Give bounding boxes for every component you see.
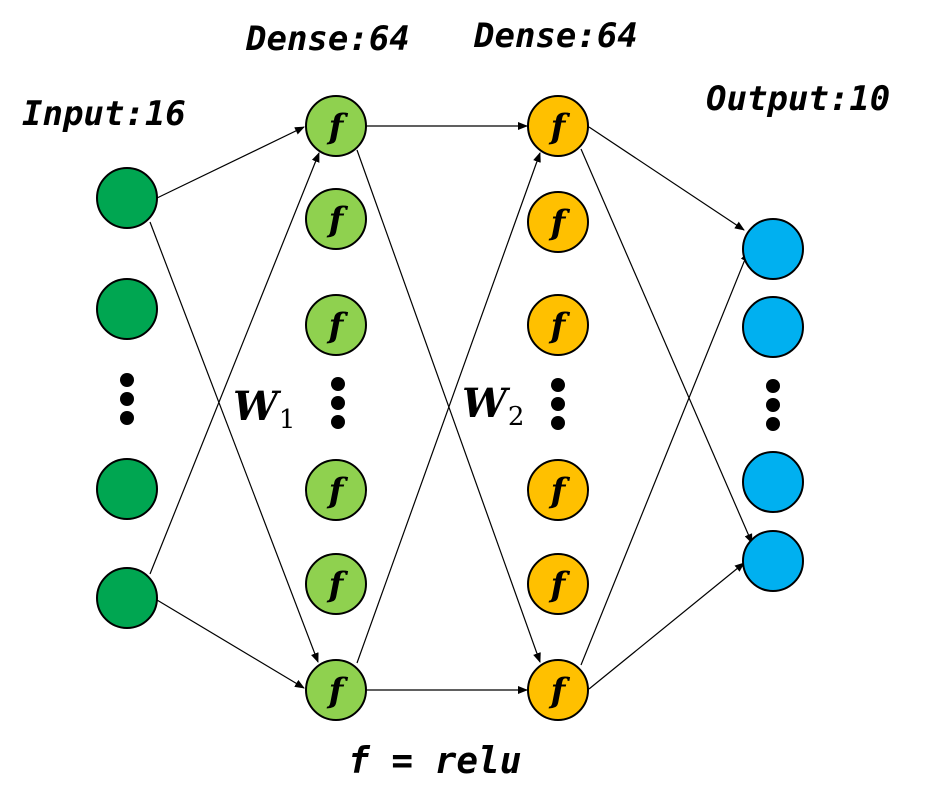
input-layer	[96, 167, 158, 629]
edge-d1-top-to-d2-bottom	[356, 149, 541, 663]
dense1-neuron	[305, 188, 367, 250]
edge-d2-bottom-to-out-top	[580, 251, 749, 666]
input-neuron	[96, 167, 158, 229]
dense2-neuron-symbol: f	[549, 203, 571, 243]
edge-in-top-to-d1-top	[156, 126, 305, 199]
dense1-neuron-symbol: f	[327, 565, 349, 605]
dense2-neuron	[527, 459, 589, 521]
output-ellipsis	[766, 379, 780, 431]
output-neuron	[742, 451, 804, 513]
dense-layer-1: f f f f f f	[305, 95, 367, 721]
output-layer	[742, 218, 804, 592]
dense1-neuron-symbol: f	[327, 200, 349, 240]
edge-in-top-to-d1-bottom	[149, 221, 319, 663]
dense2-ellipsis	[551, 378, 565, 430]
edge-d2-top-to-out-top	[588, 126, 745, 231]
dense2-neuron-symbol: f	[549, 306, 571, 346]
dense1-neuron	[305, 95, 367, 157]
weight-w1-label: W1	[233, 383, 295, 435]
output-neuron	[742, 530, 804, 592]
edge-d1-bottom-to-d2-top	[356, 152, 541, 664]
dense1-ellipsis	[331, 377, 345, 429]
dense-layer-2: f f f f f f	[527, 95, 589, 721]
input-ellipsis	[120, 373, 134, 425]
dense1-neuron-symbol: f	[327, 671, 349, 711]
dense1-neuron	[305, 294, 367, 356]
edge-d2-bottom-to-out-bottom	[588, 562, 745, 690]
dense2-neuron	[527, 659, 589, 721]
dense1-neuron-symbol: f	[327, 471, 349, 511]
input-layer-label: Input:16	[22, 94, 186, 134]
dense2-neuron-symbol: f	[549, 565, 571, 605]
dense2-neuron-symbol: f	[549, 107, 571, 147]
input-neuron	[96, 458, 158, 520]
dense1-neuron	[305, 553, 367, 615]
dense1-neuron	[305, 459, 367, 521]
input-neuron	[96, 567, 158, 629]
output-layer-label: Output:10	[706, 79, 890, 119]
activation-caption: f = relu	[348, 741, 521, 782]
dense1-neuron-symbol: f	[327, 306, 349, 346]
dense1-neuron-symbol: f	[327, 107, 349, 147]
output-neuron	[742, 218, 804, 280]
dense2-neuron-symbol: f	[549, 671, 571, 711]
output-neuron	[742, 296, 804, 358]
dense2-neuron	[527, 294, 589, 356]
dense2-neuron	[527, 191, 589, 253]
dense-layer-2-label: Dense:64	[473, 16, 638, 56]
dense-layer-1-label: Dense:64	[245, 19, 410, 59]
dense1-neuron	[305, 659, 367, 721]
dense2-neuron	[527, 95, 589, 157]
edge-in-bottom-to-d1-top	[149, 152, 320, 575]
dense2-neuron	[527, 553, 589, 615]
dense2-neuron-symbol: f	[549, 471, 571, 511]
edge-in-bottom-to-d1-bottom	[156, 599, 305, 689]
weight-w2-label: W2	[462, 380, 524, 432]
connections	[149, 122, 753, 694]
edge-d2-top-to-out-bottom	[580, 148, 753, 544]
input-neuron	[96, 278, 158, 340]
